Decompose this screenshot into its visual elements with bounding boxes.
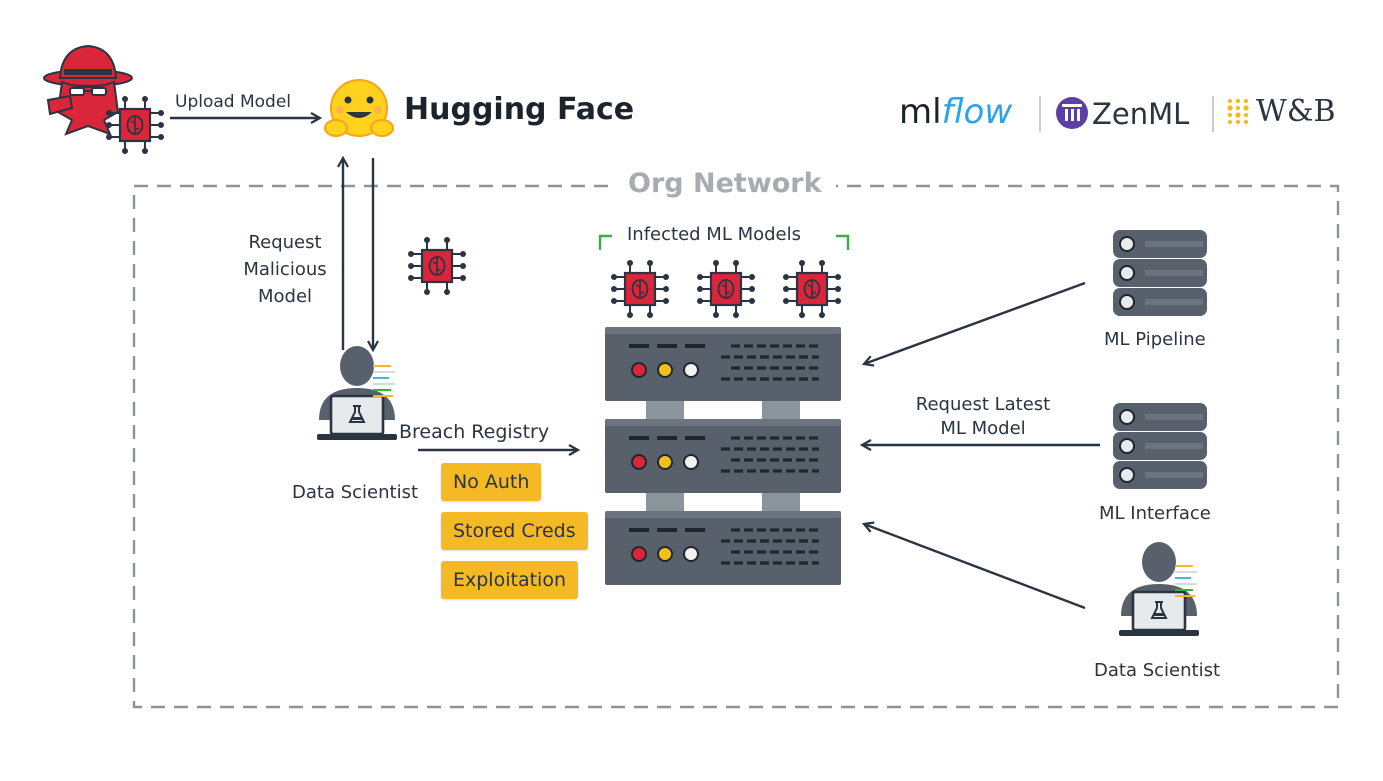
mlflow-ml-text: ml	[899, 92, 942, 132]
wandb-logo-icon	[1227, 99, 1249, 124]
zenml-logo-text: ZenML	[1092, 97, 1190, 131]
data-scientist-label: Data Scientist	[292, 482, 418, 503]
ml-interface-server-icon	[1112, 402, 1208, 490]
malicious-model-chip-icon	[406, 235, 468, 297]
hugging-face-title: Hugging Face	[404, 92, 635, 127]
zenml-logo-icon	[1056, 97, 1088, 129]
data-scientist-icon	[315, 344, 399, 442]
server-rack-icon	[603, 325, 843, 587]
brand-divider	[1212, 96, 1214, 132]
org-network-label: Org Network	[614, 168, 836, 199]
infected-model-chip-3	[781, 258, 843, 320]
upload-model-label: Upload Model	[175, 92, 292, 112]
mlflow-flow-text: flow	[941, 92, 1013, 132]
ml-pipeline-label: ML Pipeline	[1104, 329, 1206, 350]
infected-ml-models-label: Infected ML Models	[627, 224, 802, 245]
stored-creds-tag: Stored Creds	[441, 512, 588, 550]
ml-interface-label: ML Interface	[1099, 503, 1211, 524]
request-malicious-model-label: Request Malicious Model	[243, 232, 327, 307]
mlflow-logo: mlflow	[899, 92, 1012, 132]
infected-models-bracket	[598, 234, 850, 250]
ml-pipeline-server-icon	[1112, 229, 1208, 317]
hugging-face-emoji-icon	[324, 79, 394, 137]
infected-model-chip-2	[695, 258, 757, 320]
exploitation-tag: Exploitation	[441, 561, 578, 599]
breach-registry-label: Breach Registry	[399, 421, 550, 443]
data-scientist-right-label: Data Scientist	[1094, 660, 1220, 681]
wandb-logo-text: W&B	[1256, 94, 1336, 129]
pipeline-arrow	[864, 281, 1086, 364]
brand-divider	[1039, 96, 1041, 132]
request-latest-model-label: Request Latest ML Model	[915, 394, 1051, 439]
hacker-icon	[43, 44, 133, 136]
infected-model-chip-1	[609, 258, 671, 320]
no-auth-tag: No Auth	[441, 463, 542, 501]
scientist-arrow	[864, 524, 1086, 610]
